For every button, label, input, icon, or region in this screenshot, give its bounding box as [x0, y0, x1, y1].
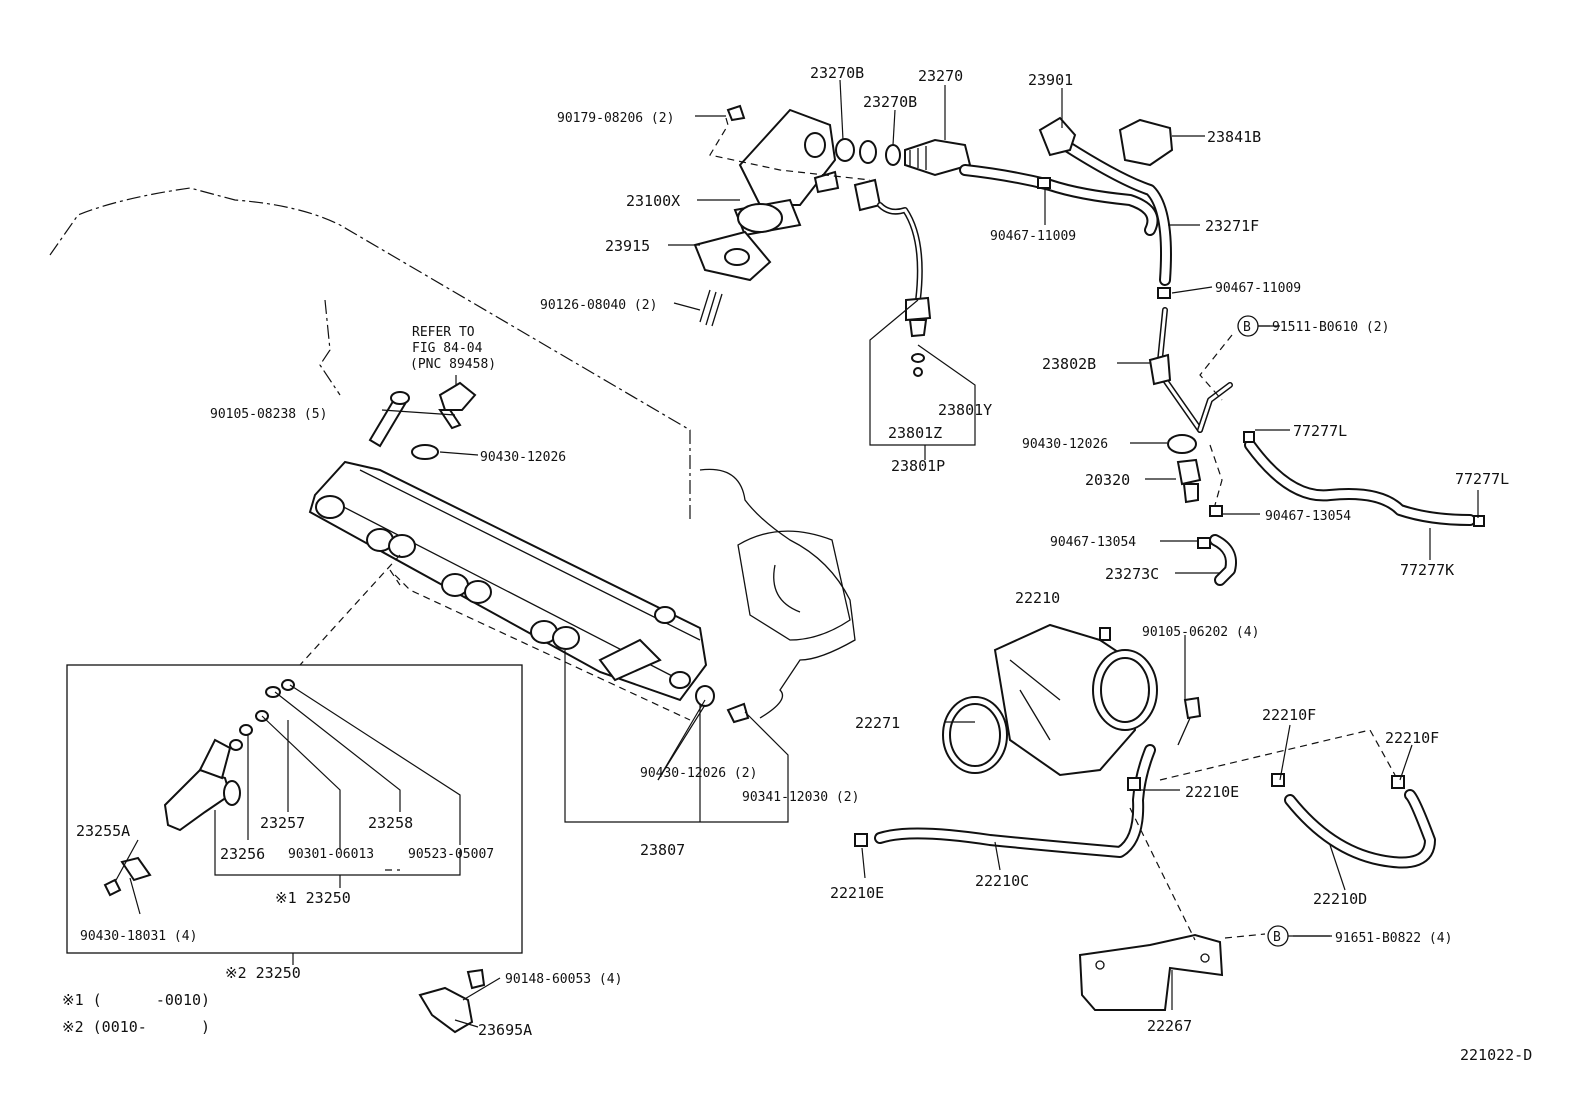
- label-23273C: 23273C: [1105, 565, 1159, 583]
- label-23801P: 23801P: [891, 457, 945, 475]
- label-90467-13054-b: 90467-13054: [1050, 535, 1136, 550]
- figure-id: 221022-D: [1460, 1046, 1532, 1064]
- label-22210C: 22210C: [975, 872, 1029, 890]
- label-91511-B0610: 91511-B0610 (2): [1272, 320, 1389, 335]
- label-23802B: 23802B: [1042, 355, 1096, 373]
- label-22267: 22267: [1147, 1017, 1192, 1035]
- label-90430-12026-b: 90430-12026: [1022, 437, 1108, 452]
- label-77277L-a: 77277L: [1293, 422, 1347, 440]
- fuel-rail: [308, 460, 708, 702]
- label-23270B-top: 23270B: [810, 64, 864, 82]
- label-22210: 22210: [1015, 589, 1060, 607]
- label-23257: 23257: [260, 814, 305, 832]
- label-23695A: 23695A: [478, 1021, 532, 1039]
- leader-lines: [114, 79, 1479, 1028]
- label-90105-06202: 90105-06202 (4): [1142, 625, 1259, 640]
- label-90179-08206: 90179-08206 (2): [557, 111, 674, 126]
- fuel-pump-assembly: [693, 104, 882, 327]
- refer-line-3: (PNC 89458): [410, 357, 496, 372]
- injector-detail-box: [66, 664, 523, 954]
- label-77277L-b: 77277L: [1455, 470, 1509, 488]
- marker-b-2: B: [1267, 925, 1289, 947]
- note-2: ※2 (0010- ): [62, 1018, 210, 1036]
- label-90523-05007: 90523-05007: [408, 847, 494, 862]
- label-20320: 20320: [1085, 471, 1130, 489]
- label-90430-12026-c: 90430-12026 (2): [640, 766, 757, 781]
- label-90467-13054-a: 90467-13054: [1265, 509, 1351, 524]
- label-23841B: 23841B: [1207, 128, 1261, 146]
- label-77277K: 77277K: [1400, 561, 1454, 579]
- label-90430-18031: 90430-18031 (4): [80, 929, 197, 944]
- label-23256: 23256: [220, 845, 265, 863]
- label-23271F: 23271F: [1205, 217, 1259, 235]
- label-22210D: 22210D: [1313, 890, 1367, 908]
- label-23801Y: 23801Y: [938, 401, 992, 419]
- throttle-body: [942, 623, 1202, 777]
- fuel-lines: [877, 202, 1233, 433]
- part-labels: 23270B 23270 23270B 23901 23841B 90179-0…: [62, 64, 1532, 1064]
- label-23807: 23807: [640, 841, 685, 859]
- label-23915: 23915: [605, 237, 650, 255]
- water-hoses: [854, 744, 1436, 869]
- label-23901: 23901: [1028, 71, 1073, 89]
- label-90341-12030: 90341-12030 (2): [742, 790, 859, 805]
- label-22210E-a: 22210E: [1185, 783, 1239, 801]
- note-1: ※1 ( -0010): [62, 991, 210, 1009]
- label-91651-B0822: 91651-B0822 (4): [1335, 931, 1452, 946]
- label-22271: 22271: [855, 714, 900, 732]
- label-23258: 23258: [368, 814, 413, 832]
- bracket-22267: [1078, 933, 1224, 1011]
- label-90301-06013: 90301-06013: [288, 847, 374, 862]
- pressure-regulator: [859, 138, 972, 177]
- label-23801Z: 23801Z: [888, 424, 942, 442]
- marker-b-1-label: B: [1243, 320, 1251, 335]
- label-23250-note2: ※2 23250: [225, 964, 301, 982]
- injector-clip: [418, 968, 486, 1034]
- label-23270B: 23270B: [863, 93, 917, 111]
- label-22210F-b: 22210F: [1385, 729, 1439, 747]
- label-90467-11009-a: 90467-11009: [990, 229, 1076, 244]
- label-90430-12026-a: 90430-12026: [480, 450, 566, 465]
- label-23255A: 23255A: [76, 822, 130, 840]
- vapor-hoses: [959, 116, 1174, 299]
- label-22210F-a: 22210F: [1262, 706, 1316, 724]
- label-90105-08238: 90105-08238 (5): [210, 407, 327, 422]
- refer-line-1: REFER TO: [412, 325, 475, 340]
- label-23250-note1: ※1 23250: [275, 889, 351, 907]
- label-23270: 23270: [918, 67, 963, 85]
- marker-b-2-label: B: [1273, 930, 1281, 945]
- label-23100X: 23100X: [626, 192, 680, 210]
- label-22210E-b: 22210E: [830, 884, 884, 902]
- refer-line-2: FIG 84-04: [412, 341, 483, 356]
- hose-77277K: [1243, 431, 1485, 527]
- label-90467-11009-b: 90467-11009: [1215, 281, 1301, 296]
- engine-outline: [49, 187, 856, 719]
- vsv-20320: [1167, 434, 1237, 586]
- label-90126-08040: 90126-08040 (2): [540, 298, 657, 313]
- label-90148-60053: 90148-60053 (4): [505, 972, 622, 987]
- marker-b-1: B: [1237, 315, 1259, 337]
